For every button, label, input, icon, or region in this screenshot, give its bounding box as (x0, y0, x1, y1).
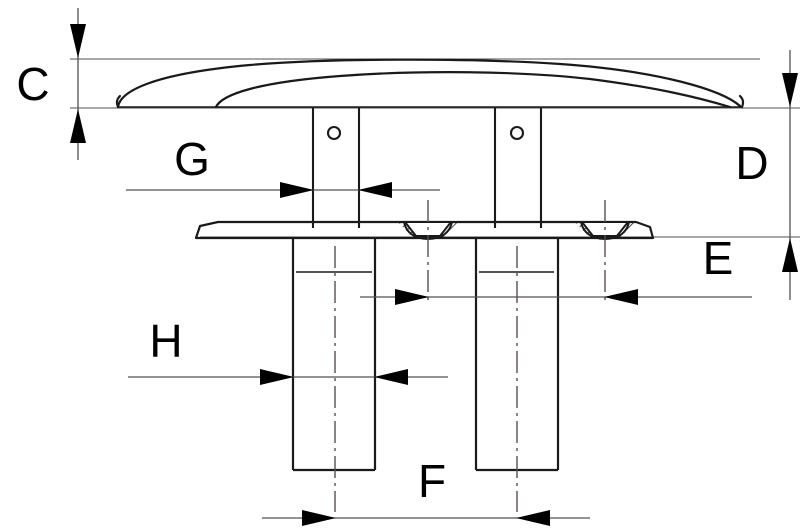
dimension-F: F (262, 455, 590, 526)
dimension-D: D (735, 50, 798, 300)
flange-plate (194, 220, 655, 240)
stud-left (291, 238, 377, 472)
dimension-label-H: H (149, 315, 182, 367)
dimension-label-E: E (703, 232, 734, 284)
dimension-C: C (16, 8, 86, 160)
dimension-G: G (126, 133, 440, 198)
post-left (311, 108, 361, 228)
dimension-E: E (360, 232, 752, 305)
centrelines (334, 200, 606, 512)
dimension-label-D: D (735, 137, 768, 189)
post-right (493, 108, 543, 228)
dimension-label-G: G (174, 133, 210, 185)
dimension-label-F: F (418, 455, 446, 507)
dimension-label-C: C (16, 58, 49, 110)
stud-right (474, 238, 560, 472)
dimension-H: H (128, 315, 448, 385)
handle-profile (115, 58, 745, 109)
